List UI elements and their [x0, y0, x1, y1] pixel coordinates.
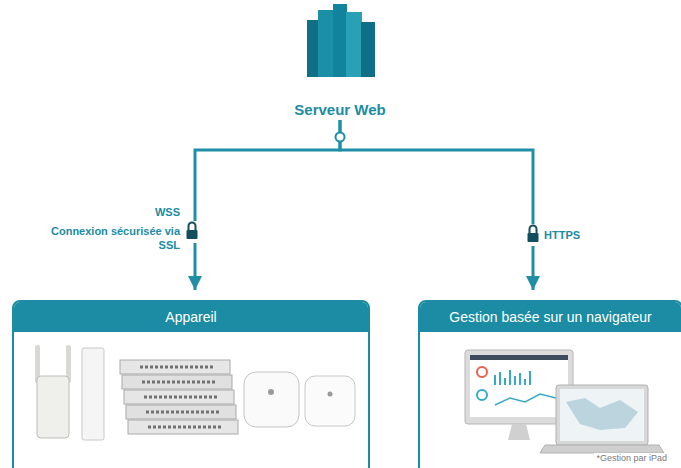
- protocol-label: HTTPS: [544, 228, 624, 242]
- browser-illustration-part: [477, 367, 487, 377]
- lock-icon-part: [189, 223, 196, 231]
- browser-illustration-part: [477, 390, 487, 400]
- lock-icon-part: [526, 224, 540, 246]
- browser-panel: Gestion basée sur un navigateur *Gestion …: [418, 300, 681, 468]
- device-illustration-part: [305, 376, 355, 426]
- browser-illustration-part: [495, 394, 560, 405]
- browser-illustration-part: [540, 445, 664, 453]
- footnote: *Gestion par iPad: [594, 453, 669, 463]
- server-icon: [307, 4, 375, 77]
- device-illustration-part: [82, 348, 104, 440]
- junction-dot: [336, 133, 345, 142]
- connector-arrow: [195, 120, 340, 290]
- lock-icon-part: [185, 221, 199, 243]
- server-icon-part: [307, 20, 319, 77]
- lock-icon: [185, 221, 199, 243]
- lock-icon-part: [187, 230, 198, 239]
- browser-illustration-part: [560, 389, 644, 441]
- device-illustration-part: [140, 367, 223, 427]
- browser-illustration-part: [495, 370, 530, 385]
- server-label: Serveur Web: [250, 100, 430, 120]
- device-illustration-part: [328, 392, 333, 397]
- server-icon-part: [361, 22, 375, 77]
- server-icon-part: [346, 12, 362, 77]
- browser-illustration-part: [556, 385, 648, 445]
- device-panel: Appareil: [12, 300, 370, 468]
- lock-icon-part: [528, 233, 539, 242]
- panel-heading: Appareil: [14, 302, 368, 332]
- connector-arrow: [340, 120, 533, 290]
- protocol-label: WSS: [100, 205, 180, 219]
- browser-illustration: [465, 350, 664, 453]
- device-illustration: [35, 345, 355, 440]
- connection-note: Connexion sécurisée via SSL: [50, 224, 180, 252]
- server-icon-part: [333, 4, 347, 77]
- browser-illustration-part: [470, 355, 568, 360]
- panel-heading: Gestion basée sur un navigateur: [420, 302, 681, 332]
- server-icon-part: [318, 10, 334, 77]
- browser-illustration-part: [508, 424, 530, 440]
- device-illustration-part: [268, 389, 274, 395]
- device-illustration-part: [37, 376, 69, 438]
- device-illustration-part: [244, 372, 299, 427]
- browser-illustration-part: [566, 398, 638, 430]
- browser-illustration-part: [470, 355, 568, 417]
- lock-icon-part: [530, 226, 537, 234]
- lock-icon: [526, 224, 540, 246]
- server-node: Serveur Web: [250, 100, 430, 120]
